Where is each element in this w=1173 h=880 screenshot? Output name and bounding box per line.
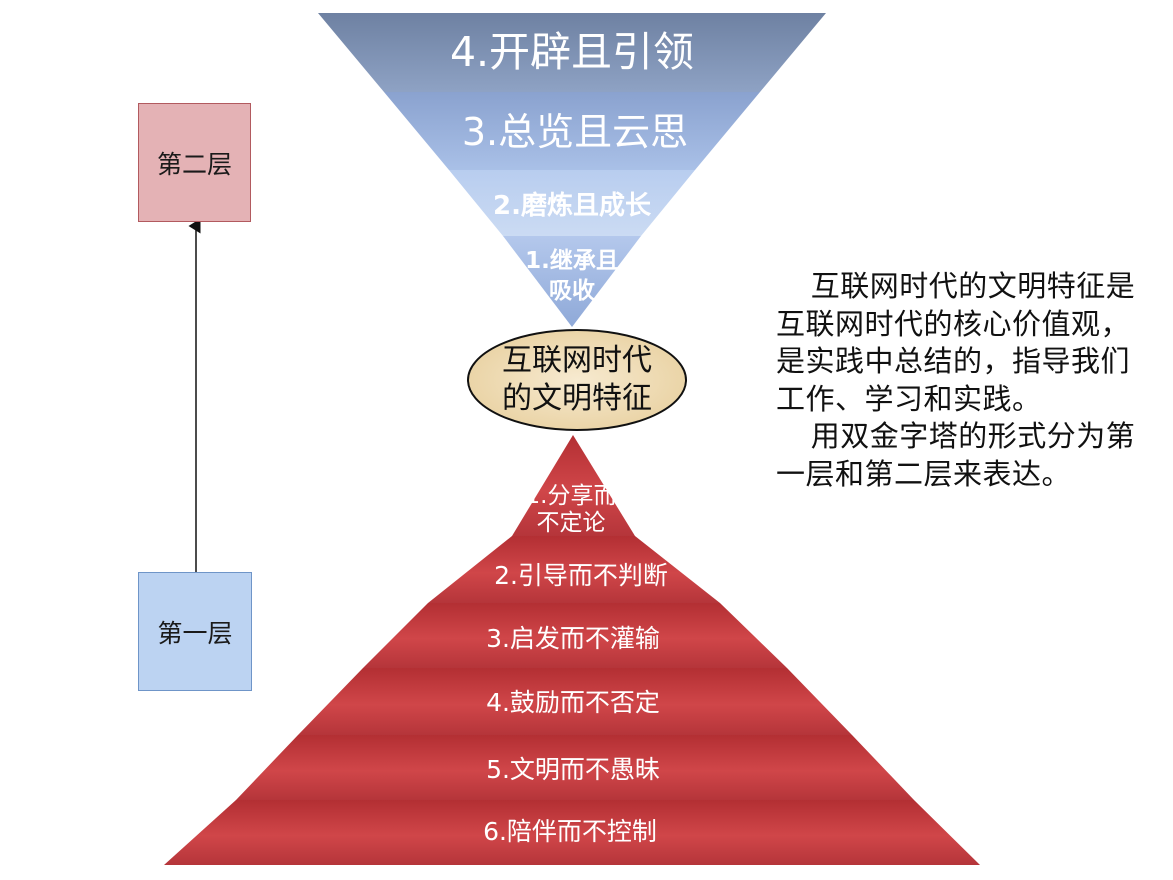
level-1-box: 第一层 [138, 572, 252, 691]
bottom-level-1 [512, 435, 635, 536]
bottom-level-1-label-line2: 不定论 [537, 510, 606, 536]
bottom-level-5-label: 5.文明而不愚昧 [486, 755, 660, 784]
bottom-level-5 [236, 735, 914, 800]
description-paragraph-1: 互联网时代的文明特征是互联网时代的核心价值观，是实践中总结的，指导我们工作、学习… [776, 269, 1136, 416]
top-level-4-label: 4.开辟且引领 [450, 28, 694, 76]
top-inverted-pyramid: 4.开辟且引领 3.总览且云思 2.磨炼且成长 1.继承且 吸收 [318, 13, 826, 327]
bottom-level-2 [428, 536, 720, 603]
top-level-2-label: 2.磨炼且成长 [493, 191, 652, 221]
bottom-pyramid: 1.分享而 不定论 2.引导而不判断 3.启发而不灌输 4.鼓励而不否定 5.文… [164, 435, 980, 865]
top-level-1-label-line2: 吸收 [549, 277, 595, 304]
bottom-level-4 [298, 668, 852, 735]
top-level-1-label-line1: 1.继承且 [525, 247, 619, 274]
top-level-1 [503, 236, 641, 327]
top-level-2 [449, 170, 695, 236]
top-level-3-label: 3.总览且云思 [462, 110, 688, 154]
bottom-level-1-label-line1: 1.分享而 [526, 483, 617, 509]
bottom-level-2-label: 2.引导而不判断 [494, 561, 668, 590]
bottom-level-3-label: 3.启发而不灌输 [486, 624, 660, 653]
description-paragraph-2: 用双金字塔的形式分为第一层和第二层来表达。 [776, 419, 1136, 491]
bottom-level-3 [363, 603, 787, 668]
level-1-label: 第一层 [157, 618, 233, 648]
bottom-level-6-label: 6.陪伴而不控制 [483, 817, 657, 846]
level-2-box: 第二层 [138, 103, 251, 222]
description-text: 互联网时代的文明特征是互联网时代的核心价值观，是实践中总结的，指导我们工作、学习… [776, 268, 1156, 493]
center-label-line1: 互联网时代 [502, 343, 652, 378]
top-level-3 [384, 92, 760, 170]
center-oval [467, 329, 687, 431]
center-theme: 互联网时代 的文明特征 [467, 329, 687, 431]
top-level-4 [318, 13, 826, 92]
center-label-line2: 的文明特征 [502, 381, 652, 416]
bottom-level-6 [164, 800, 980, 865]
bottom-level-4-label: 4.鼓励而不否定 [486, 688, 660, 717]
level-2-label: 第二层 [156, 149, 232, 179]
